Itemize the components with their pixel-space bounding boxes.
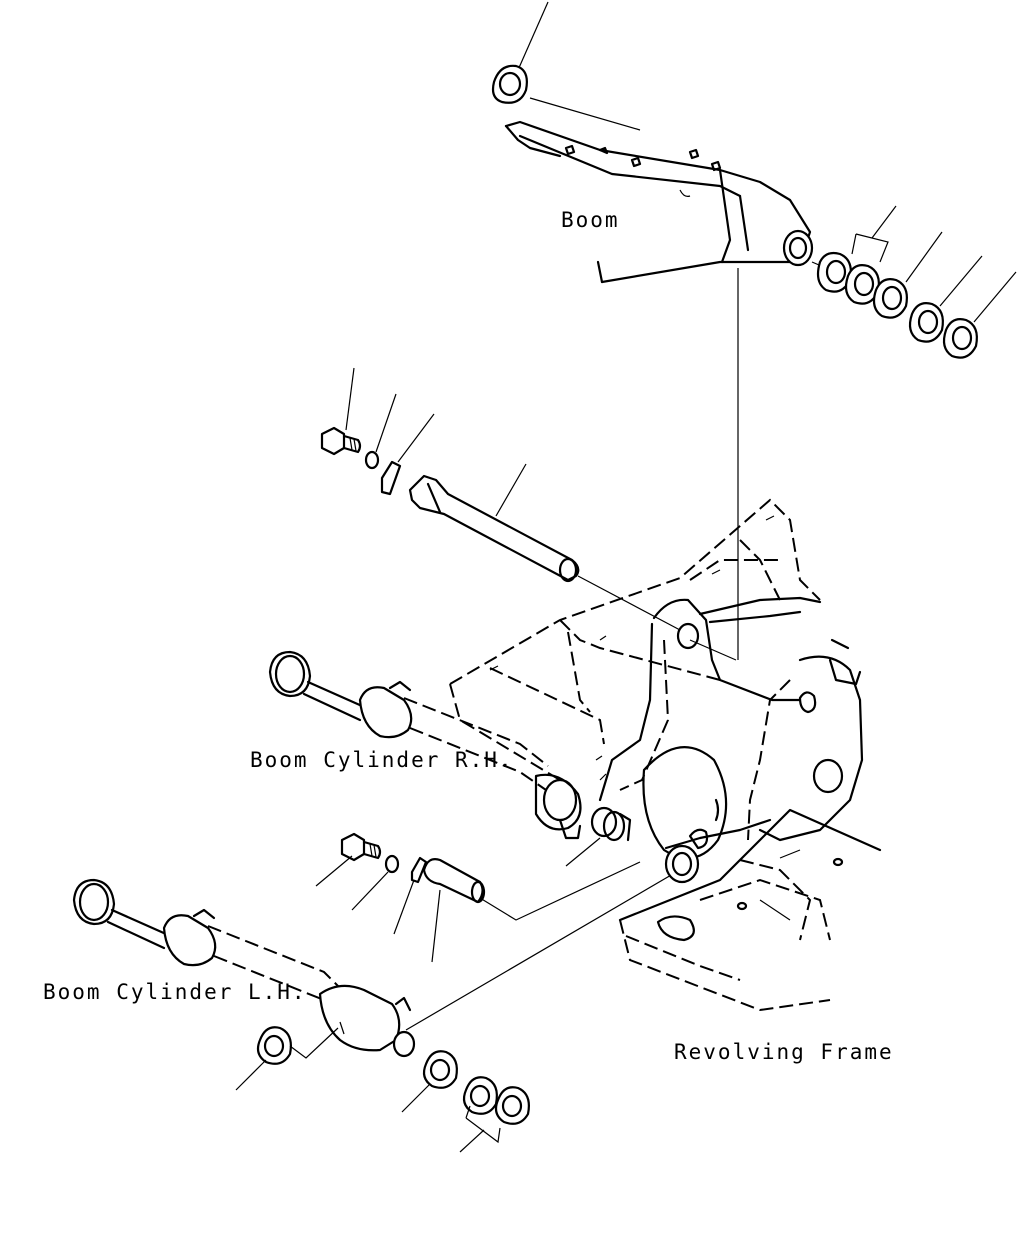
boom-cylinder-rh [268, 650, 582, 840]
boom-part [491, 1, 814, 660]
lower-pin [422, 858, 486, 904]
boom-cylinder-lh [72, 863, 691, 1058]
lower-bolt [340, 832, 382, 862]
revolving-frame [449, 498, 882, 1012]
boom-label: Boom [561, 208, 620, 232]
lower-pin-group [315, 806, 641, 963]
upper-pin [408, 474, 580, 583]
upper-pin-group [320, 367, 681, 631]
boom-foot-washers [811, 205, 1017, 359]
lower-washers [235, 1026, 530, 1153]
upper-bolt [320, 426, 362, 456]
boom-cylinder-rh-label: Boom Cylinder R.H. [250, 748, 514, 772]
revolving-frame-label: Revolving Frame [674, 1040, 894, 1064]
boom-top-washer [491, 64, 528, 104]
boom-cylinder-lh-label: Boom Cylinder L.H. [43, 980, 307, 1004]
